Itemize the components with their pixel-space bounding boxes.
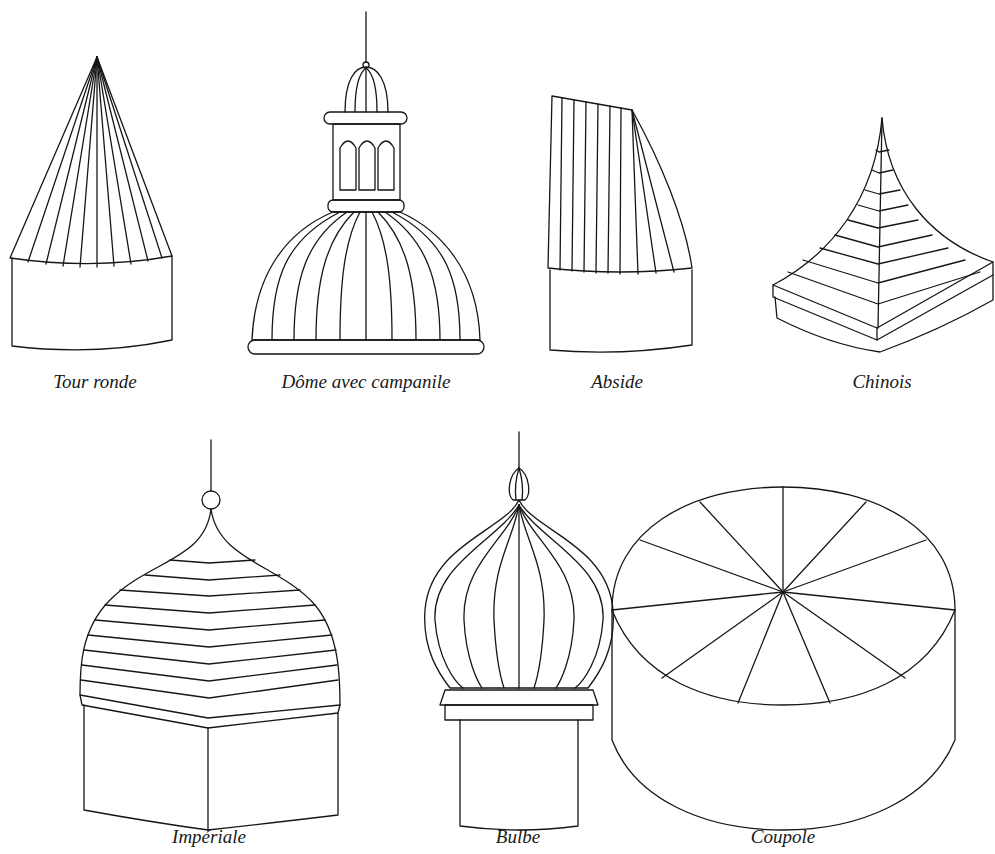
dome-campanile-drawing — [248, 12, 484, 354]
imperial-roof-drawing — [80, 440, 340, 830]
apse-drawing — [548, 96, 692, 352]
caption-label: Bulbe — [496, 826, 540, 849]
chinese-roof-drawing — [773, 118, 993, 352]
cupola-drawing — [612, 487, 955, 830]
caption-label: Chinois — [852, 371, 911, 394]
round-tower-drawing — [10, 57, 172, 350]
caption-label: Tour ronde — [53, 371, 137, 394]
onion-dome-drawing — [425, 432, 614, 830]
caption-label: Dôme avec campanile — [282, 371, 451, 394]
caption-label: Impériale — [172, 826, 246, 849]
caption-label: Abside — [591, 371, 643, 394]
caption-label: Coupole — [751, 826, 815, 849]
